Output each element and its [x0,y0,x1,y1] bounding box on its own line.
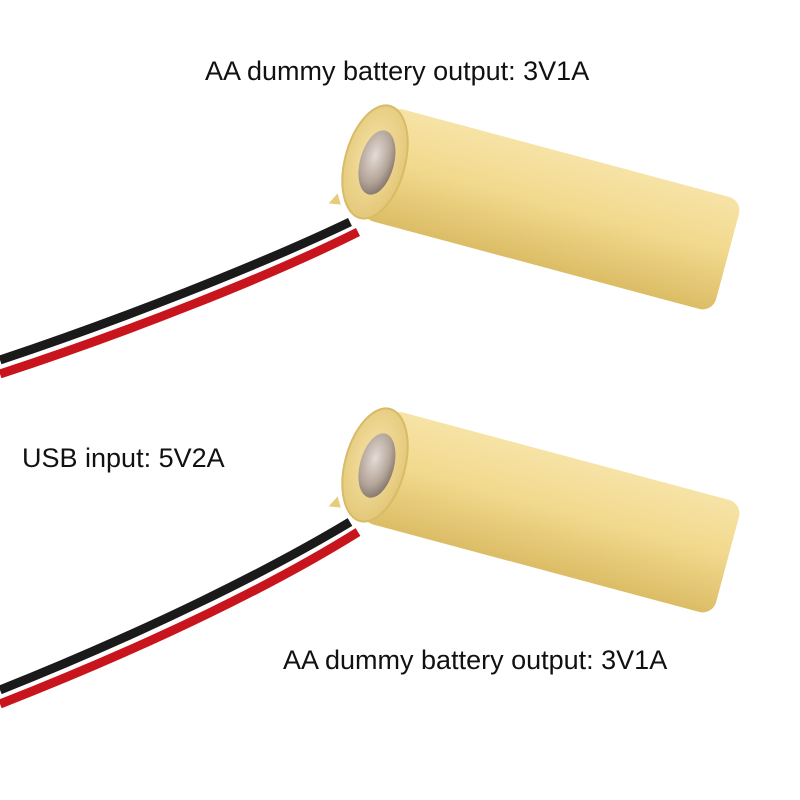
top-cable [0,217,361,379]
bottom-cable [0,518,361,709]
top-output-label: AA dummy battery output: 3V1A [205,56,590,86]
top-dummy-battery [328,104,740,310]
terminal-icon [358,130,396,195]
bottom-output-label: AA dummy battery output: 3V1A [283,645,668,675]
terminal-icon [358,433,396,498]
bottom-dummy-battery [328,407,740,613]
usb-input-label: USB input: 5V2A [22,443,225,473]
